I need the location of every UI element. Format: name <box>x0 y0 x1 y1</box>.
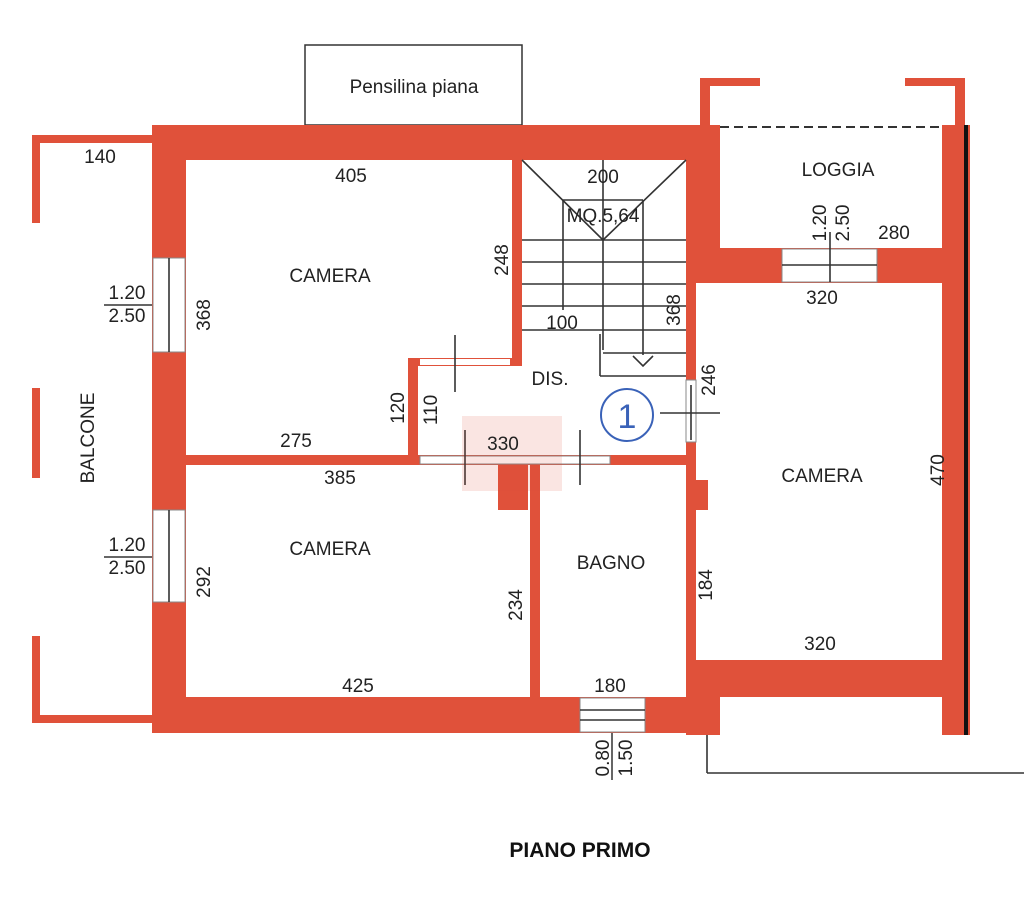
marker-circle <box>600 388 654 442</box>
label-bagno: BAGNO <box>577 553 646 574</box>
label-dis: DIS. <box>532 369 569 390</box>
dim: 2.50 <box>833 205 854 242</box>
plan-title: PIANO PRIMO <box>509 839 650 862</box>
dim: 0.80 <box>593 740 614 777</box>
dim: 100 <box>546 313 578 334</box>
dim: 1.50 <box>616 740 637 777</box>
dim: 405 <box>335 166 367 187</box>
dim: 1.20 <box>810 205 831 242</box>
dim: 2.50 <box>109 558 146 579</box>
label-camera-1: CAMERA <box>289 266 371 287</box>
label-loggia: LOGGIA <box>802 160 875 181</box>
dim: 200 <box>587 167 619 188</box>
dim: 275 <box>280 431 312 452</box>
dim: 184 <box>696 569 717 601</box>
balcony-rail <box>32 135 152 723</box>
watermark-logo <box>462 416 562 491</box>
dim: 140 <box>84 147 116 168</box>
dim: 425 <box>342 676 374 697</box>
dim: 2.50 <box>109 306 146 327</box>
dim: 292 <box>194 566 215 598</box>
dim: 1.20 <box>109 283 146 304</box>
label-balcone: BALCONE <box>78 393 99 484</box>
dim: 234 <box>506 589 527 621</box>
window-lines <box>168 232 1024 774</box>
dim: 280 <box>878 223 910 244</box>
staircase <box>521 159 687 377</box>
label-camera-3: CAMERA <box>781 466 863 487</box>
dim: 248 <box>492 244 513 276</box>
dim: 368 <box>194 299 215 331</box>
label-pensilina: Pensilina piana <box>350 77 479 98</box>
dim: 330 <box>487 434 519 455</box>
dim: 180 <box>594 676 626 697</box>
dim: 470 <box>928 454 949 486</box>
dim: 385 <box>324 468 356 489</box>
dim: 246 <box>699 364 720 396</box>
marker-label: 1 <box>618 398 637 436</box>
label-stair-area: MQ.5,64 <box>567 206 640 227</box>
dim: 1.20 <box>109 535 146 556</box>
dim: 110 <box>421 395 442 425</box>
dim: 320 <box>806 288 838 309</box>
dim: 368 <box>664 294 685 326</box>
dim: 320 <box>804 634 836 655</box>
label-camera-2: CAMERA <box>289 539 371 560</box>
dim: 120 <box>388 392 409 424</box>
loggia-parapet <box>700 78 965 125</box>
outer-edge <box>964 125 968 735</box>
